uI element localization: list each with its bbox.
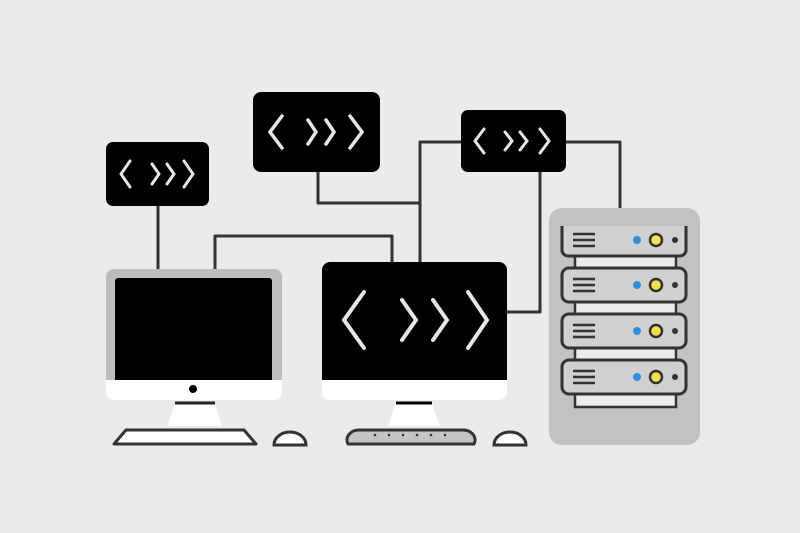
- keyboard-icon: [112, 428, 258, 446]
- led-blue: [633, 281, 641, 289]
- connector-box-c-server: [566, 140, 622, 208]
- code-brackets-icon: [267, 114, 365, 150]
- led-dark: [672, 374, 678, 380]
- code-badge-a: [106, 142, 209, 206]
- desktop-computer-2: [322, 262, 528, 447]
- mouse-icon: [492, 430, 528, 447]
- mouse-icon: [272, 430, 308, 447]
- code-brackets-icon: [119, 159, 195, 189]
- screen: [115, 278, 272, 382]
- connector-box-c-monitor-2-side: [507, 172, 542, 314]
- server-unit: [560, 266, 688, 304]
- server-unit: [560, 312, 688, 350]
- code-badge-b: [253, 92, 380, 172]
- connector-box-c-monitor-2: [418, 140, 461, 262]
- connection-lines: [156, 140, 622, 314]
- code-brackets-icon: [473, 127, 551, 155]
- led-dark: [672, 282, 678, 288]
- camera-dot: [189, 385, 197, 393]
- led-yellow: [648, 369, 664, 385]
- keyboard-icon: [345, 428, 477, 446]
- led-dark: [672, 328, 678, 334]
- server-rack: [549, 208, 700, 445]
- connector-box-b: [316, 172, 420, 205]
- code-brackets-icon: [341, 290, 490, 350]
- connector-monitor-1-monitor-2: [213, 234, 394, 269]
- server-unit: [560, 358, 688, 396]
- led-yellow: [648, 232, 664, 248]
- code-badge-c: [461, 110, 566, 172]
- led-yellow: [648, 323, 664, 339]
- led-blue: [633, 373, 641, 381]
- desktop-computer-1: [106, 269, 308, 447]
- led-blue: [633, 236, 641, 244]
- led-blue: [633, 327, 641, 335]
- led-yellow: [648, 277, 664, 293]
- led-dark: [672, 237, 678, 243]
